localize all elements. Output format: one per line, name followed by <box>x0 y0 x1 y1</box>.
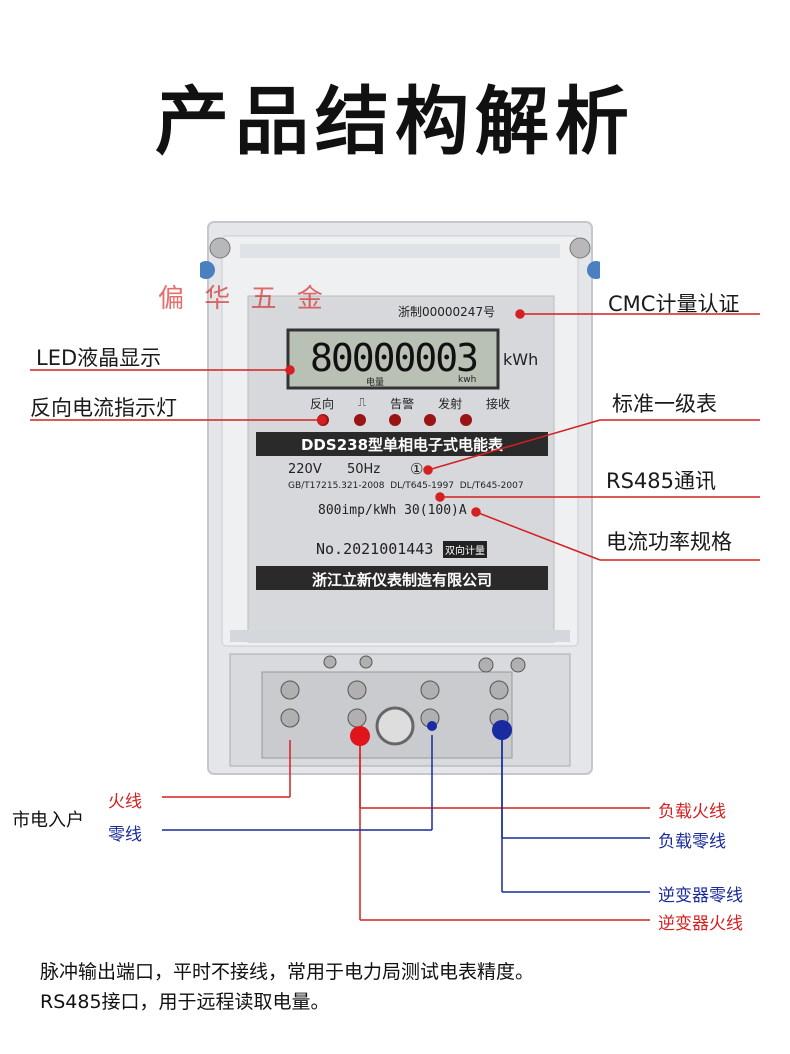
serial-number: No.2021001443 <box>316 540 434 558</box>
callout-reverse: 反向电流指示灯 <box>30 396 177 420</box>
label-load-live: 负载火线 <box>658 802 726 822</box>
indicator-label: 反向 <box>310 397 335 411</box>
indicator-label: 告警 <box>390 397 415 411</box>
meter-illustration <box>197 221 605 775</box>
lcd-sub-left: 电量 <box>366 378 385 388</box>
lcd-reading: 80000003 <box>310 336 479 380</box>
label-load-neutral: 负载零线 <box>658 832 726 852</box>
maker-banner: 浙江立新仪表制造有限公司 <box>311 571 492 589</box>
note-rs485: RS485接口，用于远程读取电量。 <box>40 991 330 1013</box>
indicator-labels: 反向 ⎍ 告警 发射 接收 <box>310 395 510 412</box>
callout-class1: 标准一级表 <box>612 392 717 416</box>
indicator-label: 发射 <box>438 397 463 411</box>
label-mains-in: 市电入户 <box>12 810 84 831</box>
rating-text: 800imp/kWh 30(100)A <box>318 503 467 518</box>
label-live: 火线 <box>108 792 142 812</box>
model-banner: DDS238型单相电子式电能表 <box>300 436 504 454</box>
lcd-sub-right: kwh <box>458 375 477 385</box>
spec-class: ① <box>410 460 424 478</box>
label-inverter-neutral: 逆变器零线 <box>658 886 743 906</box>
indicator-label: ⎍ <box>357 395 367 409</box>
callout-rs485: RS485通讯 <box>606 469 717 493</box>
callout-cmc: CMC计量认证 <box>608 292 740 316</box>
callout-led: LED液晶显示 <box>36 346 162 370</box>
serial-tag: 双向计量 <box>443 541 487 558</box>
note-pulse-port: 脉冲输出端口，平时不接线，常用于电力局测试电表精度。 <box>40 961 535 983</box>
standards-text: GB/T17215.321-2008 DL/T645-1997 DL/T645-… <box>288 481 524 491</box>
label-neutral: 零线 <box>108 825 142 845</box>
cert-number: 浙制00000247号 <box>398 305 496 319</box>
label-inverter-live: 逆变器火线 <box>658 914 743 934</box>
lcd-unit: kWh <box>503 350 539 369</box>
page-title: 产品结构解析 <box>155 79 635 165</box>
callout-current: 电流功率规格 <box>606 530 732 554</box>
indicator-label: 接收 <box>485 397 510 411</box>
spec-voltage: 220V <box>288 462 322 477</box>
energy-meter <box>197 218 605 778</box>
watermark: 偏 华 五 金 <box>158 284 329 314</box>
spec-frequency: 50Hz <box>347 462 381 477</box>
